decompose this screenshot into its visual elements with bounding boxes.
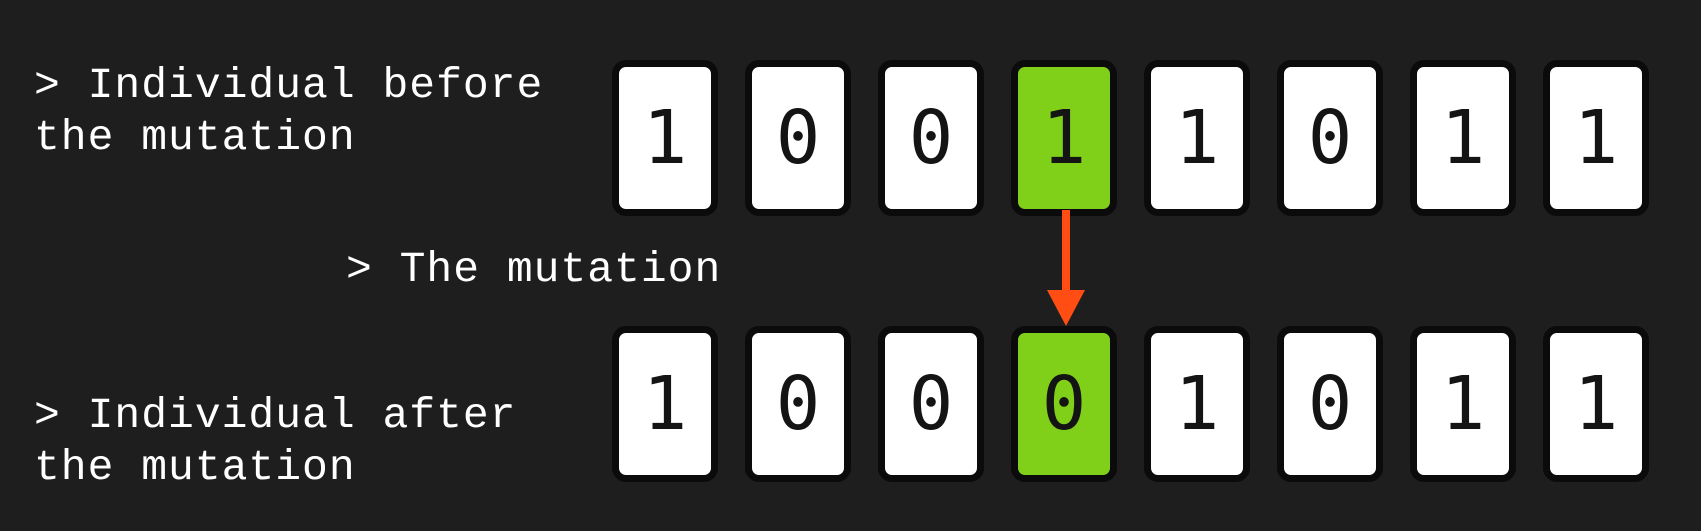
gene-cell: 1: [1144, 326, 1250, 482]
gene-cell: 1: [612, 60, 718, 216]
gene-cell: 0: [878, 326, 984, 482]
gene-cell: 1: [1543, 326, 1649, 482]
gene-cell: 1: [1410, 326, 1516, 482]
gene-cell: 1: [1410, 60, 1516, 216]
mutation-label: > The mutation: [346, 245, 722, 294]
before-label: > Individual before the mutation: [34, 61, 544, 162]
gene-cell: 1: [1144, 60, 1250, 216]
chromosome-after: 1 0 0 0 1 0 1 1: [612, 326, 1649, 482]
gene-cell: 0: [1277, 326, 1383, 482]
gene-cell: 0: [878, 60, 984, 216]
gene-cell: 1: [612, 326, 718, 482]
gene-cell: 0: [745, 326, 851, 482]
gene-cell: 1: [1543, 60, 1649, 216]
chromosome-before: 1 0 0 1 1 0 1 1: [612, 60, 1649, 216]
gene-cell: 0: [1277, 60, 1383, 216]
mutated-gene-cell: 0: [1011, 326, 1117, 482]
mutation-arrow-icon: [1047, 210, 1085, 326]
gene-cell: 0: [745, 60, 851, 216]
after-label: > Individual after the mutation: [34, 391, 517, 492]
mutated-gene-cell: 1: [1011, 60, 1117, 216]
